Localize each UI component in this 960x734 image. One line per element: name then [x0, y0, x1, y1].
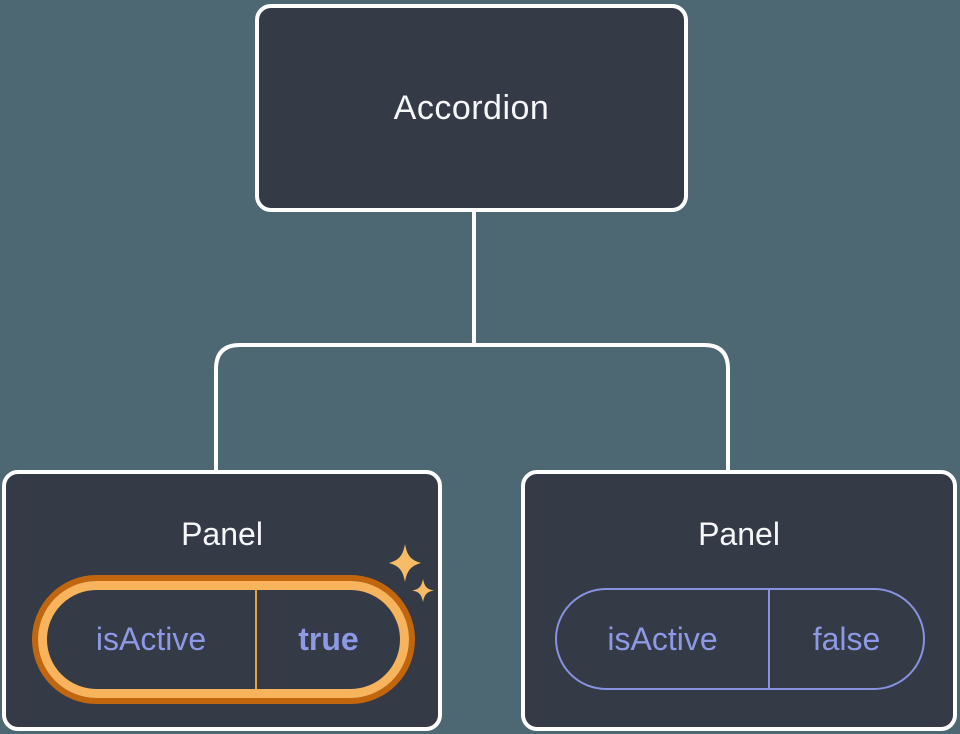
- state-value-label: true: [298, 621, 359, 657]
- state-pill-divider: [255, 590, 257, 689]
- accordion-node-label: Accordion: [393, 88, 550, 127]
- state-pill-active: isActive true: [38, 581, 409, 698]
- state-pill-active-highlight: isActive true: [32, 575, 415, 704]
- panel-node-label: Panel: [181, 516, 263, 552]
- state-key-label: isActive: [95, 621, 207, 657]
- state-value-label: false: [812, 620, 881, 657]
- tree-node-panel-active: Panel isActive true: [2, 470, 442, 731]
- state-key-label: isActive: [607, 620, 718, 657]
- state-pill-inactive: isActive false: [555, 588, 925, 690]
- tree-node-accordion: Accordion: [255, 4, 688, 212]
- tree-node-panel-inactive: Panel isActive false: [521, 470, 957, 731]
- state-pill-divider: [768, 590, 770, 688]
- connector-branch: [214, 343, 730, 473]
- panel-node-label: Panel: [698, 516, 780, 552]
